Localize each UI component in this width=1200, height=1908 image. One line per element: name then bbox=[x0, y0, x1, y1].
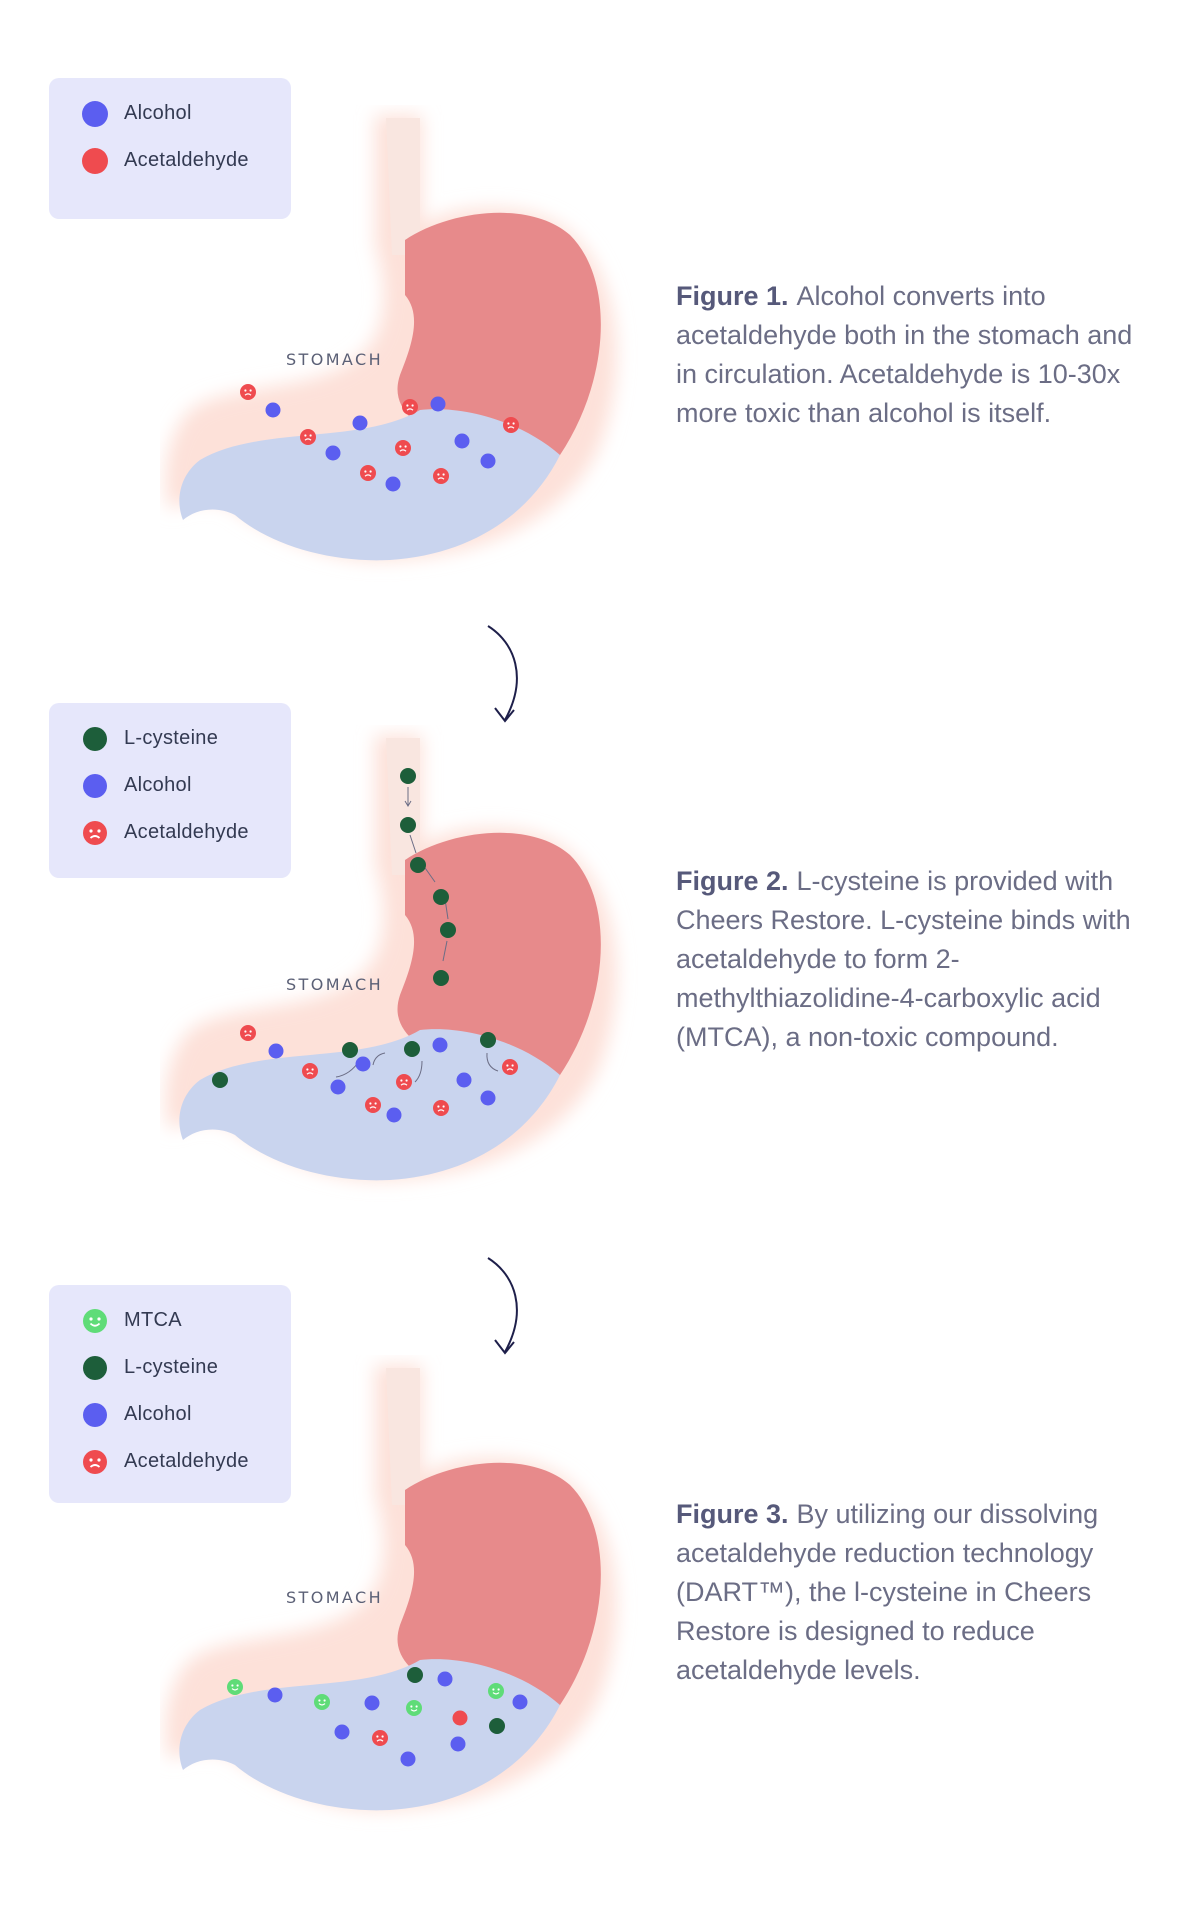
acetaldehyde-frown-icon bbox=[360, 465, 376, 481]
stomach-label: STOMACH bbox=[286, 350, 383, 369]
alcohol-particle bbox=[326, 446, 341, 461]
alcohol-particle bbox=[268, 1688, 283, 1703]
legend-label: MTCA bbox=[124, 1309, 182, 1332]
l-cysteine-particle bbox=[410, 857, 426, 873]
alcohol-particle bbox=[433, 1038, 448, 1053]
acetaldehyde-frown-icon bbox=[240, 384, 256, 400]
l-cysteine-particle bbox=[433, 970, 449, 986]
acetaldehyde-frown-icon bbox=[300, 429, 316, 445]
stomach-label: STOMACH bbox=[286, 1588, 383, 1607]
acetaldehyde-frown-icon bbox=[402, 399, 418, 415]
mtca-smile-icon bbox=[314, 1694, 330, 1710]
l-cysteine-particle bbox=[404, 1041, 420, 1057]
alcohol-dot-icon bbox=[82, 101, 108, 127]
alcohol-particle bbox=[513, 1695, 528, 1710]
acetaldehyde-frown-icon bbox=[302, 1063, 318, 1079]
figure-3-panel: MTCA L-cysteine Alcohol Acetaldehyde bbox=[0, 1260, 1200, 1880]
alcohol-particle bbox=[438, 1672, 453, 1687]
alcohol-particle bbox=[481, 1091, 496, 1106]
stomach-illustration bbox=[160, 725, 640, 1225]
legend-item-mtca: MTCA bbox=[49, 1297, 291, 1344]
acetaldehyde-frown-icon bbox=[433, 468, 449, 484]
mtca-smile-icon bbox=[406, 1700, 422, 1716]
caption-title: Figure 2. bbox=[676, 866, 789, 896]
alcohol-dot-icon bbox=[82, 773, 108, 799]
acetaldehyde-frown-icon bbox=[502, 1059, 518, 1075]
alcohol-dot-icon bbox=[82, 1402, 108, 1428]
l-cysteine-particle bbox=[433, 889, 449, 905]
l-cysteine-particle bbox=[440, 922, 456, 938]
alcohol-particle bbox=[451, 1737, 466, 1752]
l-cysteine-particle bbox=[342, 1042, 358, 1058]
mtca-smile-icon bbox=[227, 1679, 243, 1695]
acetaldehyde-particle bbox=[453, 1711, 468, 1726]
acetaldehyde-frown-icon bbox=[82, 1449, 108, 1475]
figure-2-panel: L-cysteine Alcohol Acetaldehyde bbox=[0, 625, 1200, 1245]
alcohol-particle bbox=[401, 1752, 416, 1767]
acetaldehyde-dot-icon bbox=[82, 148, 108, 174]
alcohol-particle bbox=[353, 416, 368, 431]
acetaldehyde-frown-icon bbox=[240, 1025, 256, 1041]
acetaldehyde-frown-icon bbox=[503, 417, 519, 433]
stomach-illustration bbox=[160, 1355, 640, 1855]
alcohol-particle bbox=[431, 397, 446, 412]
alcohol-particle bbox=[457, 1073, 472, 1088]
alcohol-particle bbox=[331, 1080, 346, 1095]
figure-2-caption: Figure 2.L-cysteine is provided with Che… bbox=[676, 862, 1146, 1057]
l-cysteine-dot-icon bbox=[82, 726, 108, 752]
l-cysteine-particle bbox=[407, 1667, 423, 1683]
acetaldehyde-frown-icon bbox=[82, 820, 108, 846]
alcohol-particle bbox=[387, 1108, 402, 1123]
alcohol-particle bbox=[365, 1696, 380, 1711]
l-cysteine-particle bbox=[400, 768, 416, 784]
acetaldehyde-frown-icon bbox=[372, 1730, 388, 1746]
alcohol-particle bbox=[335, 1725, 350, 1740]
alcohol-particle bbox=[481, 454, 496, 469]
stomach-label: STOMACH bbox=[286, 975, 383, 994]
caption-title: Figure 3. bbox=[676, 1499, 789, 1529]
stomach-illustration bbox=[160, 105, 640, 605]
alcohol-particle bbox=[386, 477, 401, 492]
mtca-smile-icon bbox=[82, 1308, 108, 1334]
figure-1-caption: Figure 1.Alcohol converts into acetaldeh… bbox=[676, 277, 1146, 433]
l-cysteine-particle bbox=[212, 1072, 228, 1088]
acetaldehyde-frown-icon bbox=[395, 440, 411, 456]
l-cysteine-particle bbox=[400, 817, 416, 833]
l-cysteine-particle bbox=[489, 1718, 505, 1734]
figure-3-caption: Figure 3.By utilizing our dissolving ace… bbox=[676, 1495, 1146, 1690]
l-cysteine-dot-icon bbox=[82, 1355, 108, 1381]
mtca-smile-icon bbox=[488, 1683, 504, 1699]
acetaldehyde-frown-icon bbox=[365, 1097, 381, 1113]
alcohol-particle bbox=[269, 1044, 284, 1059]
figure-1-panel: Alcohol Acetaldehyde bbox=[0, 0, 1200, 620]
alcohol-particle bbox=[356, 1057, 371, 1072]
alcohol-particle bbox=[266, 403, 281, 418]
acetaldehyde-frown-icon bbox=[433, 1100, 449, 1116]
acetaldehyde-frown-icon bbox=[396, 1074, 412, 1090]
alcohol-particle bbox=[455, 434, 470, 449]
caption-title: Figure 1. bbox=[676, 281, 789, 311]
l-cysteine-particle bbox=[480, 1032, 496, 1048]
